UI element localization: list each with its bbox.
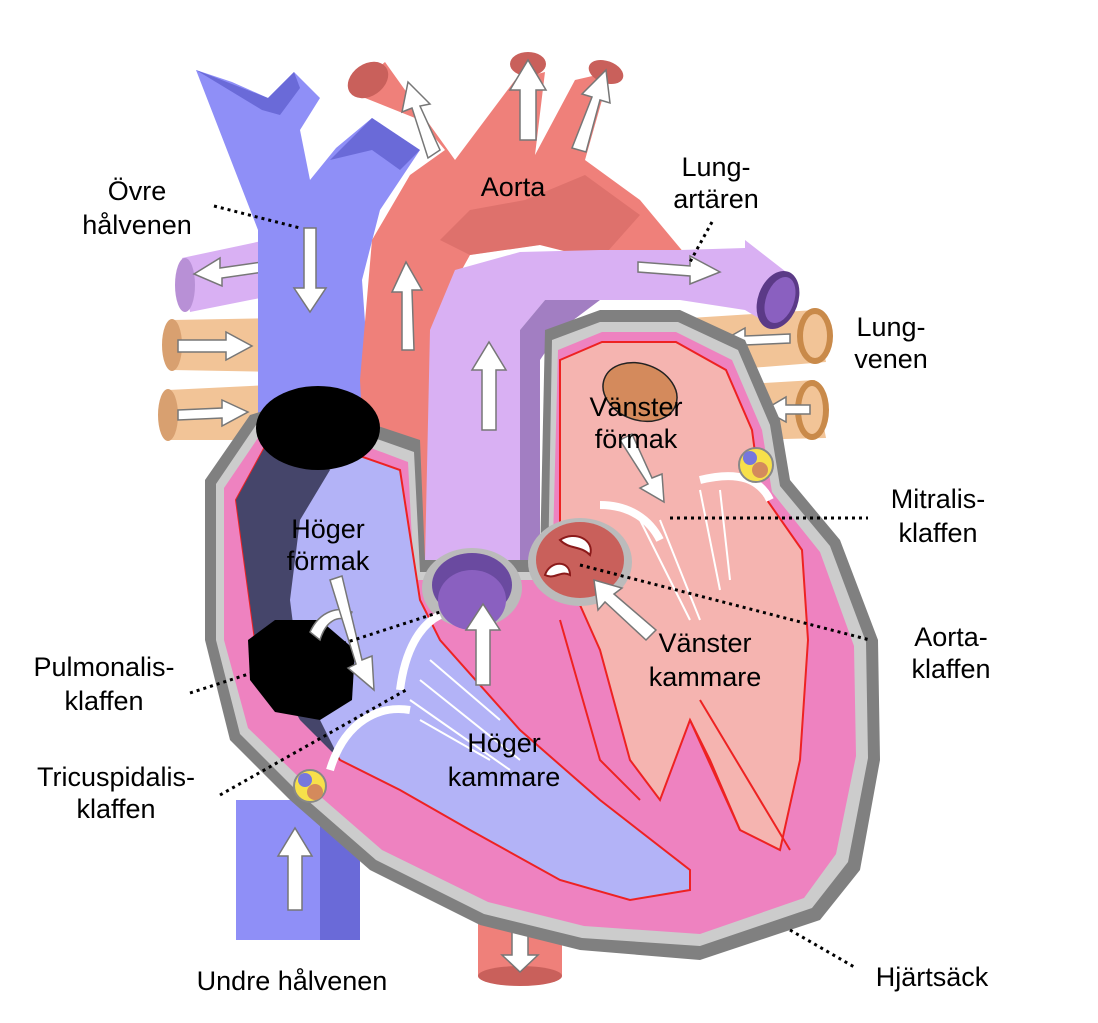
leader-lines [189,204,871,970]
aorta-arrow-right-branch [571,68,611,153]
label-tricuspidalisklaffen-line1: Tricuspidalis- [37,762,195,792]
superior-vena-cava-arrow [292,227,328,314]
aorta-arrow-ascending [390,260,424,351]
label-aorta: Aorta [481,172,547,202]
label-mitralisklaffen-line1: Mitralis- [891,484,986,514]
right-atrium-to-ventricle-arrow [329,575,375,692]
label-undre-halvenen: Undre hålvenen [197,966,388,996]
pulmonary-trunk-arrow-up [470,340,508,431]
label-hoger-kammare-line1: Höger [467,728,541,758]
pulmonary-trunk-arrow-right [637,254,722,286]
label-lungartaren-line2: artären [673,184,759,214]
inferior-vena-cava-arrow [276,826,314,911]
label-hoger-kammare-line2: kammare [448,762,561,792]
label-lungartaren-line1: Lung- [681,152,750,182]
label-ovre-halvenen-line1: Övre [108,176,167,206]
label-aortaklaffen-line1: Aorta- [914,622,988,652]
label-ovre-halvenen-line2: hålvenen [82,210,192,240]
left-ventricle-to-aorta-arrow [593,578,658,642]
right-pulmonary-veins [690,308,833,440]
left-pulmonary-vein-arrow-lower [177,398,250,428]
label-vanster-kammare-line2: kammare [649,662,762,692]
label-vanster-kammare-line1: Vänster [658,628,751,658]
label-hjartsack: Hjärtsäck [876,962,989,992]
pulmonary-trunk [425,240,800,560]
label-mitralisklaffen-line2: klaffen [898,518,977,548]
label-pulmonalisklaffen-line1: Pulmonalis- [33,652,174,682]
label-aortaklaffen-line2: klaffen [911,654,990,684]
label-hoger-formak-line2: förmak [287,546,370,576]
aorta-arrow-middle-branch [508,58,548,141]
left-pulmonary-vein-arrow-upper [177,330,254,362]
label-tricuspidalisklaffen-line2: klaffen [76,794,155,824]
right-ventricle-to-pulmonary-arrow [464,602,502,686]
interior-arrows [329,432,665,692]
label-hoger-formak-line1: Höger [291,514,365,544]
aorta-arrow-left-branch [400,80,441,160]
label-vanster-formak-line1: Vänster [589,392,682,422]
label-lungvenen-line2: venen [854,344,928,374]
text-labels: Övre hålvenen Aorta Lung- artären Lung- … [33,152,990,996]
left-pulmonary-artery-arrow [192,256,265,288]
vena-cava-openings [248,386,380,720]
left-atrium-to-ventricle-arrow [618,432,665,504]
label-lungvenen-line1: Lung- [856,312,925,342]
label-pulmonalisklaffen-line2: klaffen [64,686,143,716]
label-vanster-formak-line2: förmak [595,424,678,454]
